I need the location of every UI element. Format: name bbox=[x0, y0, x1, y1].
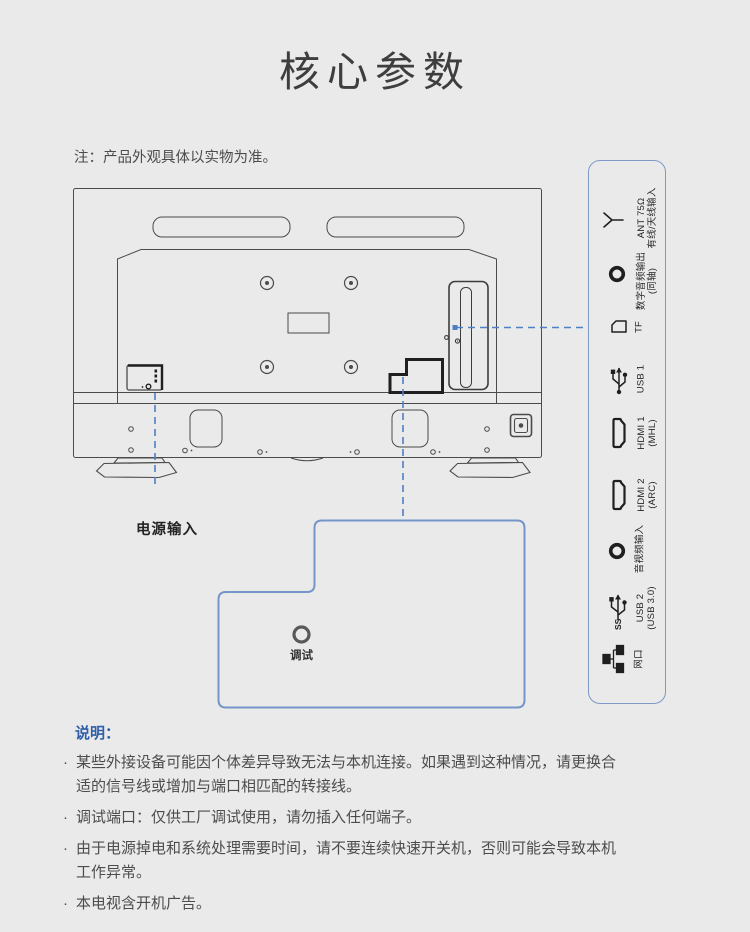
port-label-line1: TF bbox=[633, 320, 645, 334]
io-port-panel: ANT 75Ω 有线/天线输入 数字音频输出 (同轴) TF bbox=[588, 160, 666, 704]
port-label-line1: USB 1 bbox=[635, 364, 647, 394]
notes-heading: 说明： bbox=[75, 725, 121, 742]
note-item: · 由于电源掉电和系统处理需要时间，请不要连续快速开关机，否则可能会导致本机工作… bbox=[63, 837, 653, 885]
port-label-line1: USB 2 bbox=[635, 593, 646, 623]
bullet: · bbox=[63, 840, 68, 857]
coaxial-icon bbox=[608, 265, 626, 283]
port-label-line2: (MHL) bbox=[647, 419, 658, 447]
tv-back-diagram bbox=[73, 188, 587, 519]
port-label-line2: 有线/天线输入 bbox=[647, 187, 658, 249]
appearance-note: 注：产品外观具体以实物为准。 bbox=[74, 150, 277, 166]
vent-right bbox=[326, 216, 465, 238]
port-label-line1: 音视频输入 bbox=[634, 524, 646, 574]
port-label-hdmi2: HDMI 2 (ARC) bbox=[636, 478, 658, 511]
vesa-holes bbox=[259, 275, 359, 375]
usb-icon bbox=[610, 367, 628, 395]
page-title: 核心参数 bbox=[279, 49, 471, 95]
port-label-line1: ANT 75Ω bbox=[636, 197, 647, 239]
port-label-line1: 网口 bbox=[633, 649, 645, 669]
inner-panel bbox=[117, 249, 497, 392]
note-item: · 本电视含开机广告。 bbox=[63, 892, 653, 916]
port-label-av: 音视频输入 bbox=[635, 525, 646, 574]
port-label-line1: HDMI 2 bbox=[636, 478, 647, 512]
usb3-ss-mark: SS bbox=[613, 618, 623, 630]
dashed-line-origin-tick bbox=[452, 325, 458, 330]
note-text: 由于电源掉电和系统处理需要时间，请不要连续快速开关机，否则可能会导致本机工作异常… bbox=[76, 840, 617, 881]
port-label-ant: ANT 75Ω 有线/天线输入 bbox=[636, 187, 658, 248]
port-label-line2: (USB 3.0) bbox=[646, 586, 657, 630]
port-label-tf: TF bbox=[634, 321, 645, 333]
rating-label-plate bbox=[287, 312, 330, 334]
callout-outline bbox=[217, 519, 526, 709]
port-label-lan: 网口 bbox=[634, 649, 645, 668]
debug-port-housing bbox=[388, 358, 444, 394]
tv-stands bbox=[95, 457, 531, 479]
port-label-hdmi1: HDMI 1 (MHL) bbox=[636, 416, 658, 449]
note-text: 某些外接设备可能因个体差异导致无法与本机连接。如果遇到这种情况，请更换合适的信号… bbox=[76, 754, 617, 795]
bottom-strip-details bbox=[128, 409, 533, 462]
note-text: 本电视含开机广告。 bbox=[76, 895, 212, 912]
note-text: 调试端口：仅供工厂调试使用，请勿插入任何端子。 bbox=[76, 809, 422, 826]
note-item: · 某些外接设备可能因个体差异导致无法与本机连接。如果遇到这种情况，请更换合适的… bbox=[63, 751, 653, 799]
power-input-port bbox=[126, 364, 164, 391]
port-label-line1: HDMI 1 bbox=[636, 416, 647, 450]
debug-port-label: 调试 bbox=[290, 648, 313, 662]
antenna-icon bbox=[603, 212, 624, 228]
bullet: · bbox=[63, 754, 68, 771]
port-label-usb2: USB 2 (USB 3.0) bbox=[635, 586, 657, 630]
notes-section: 说明： · 某些外接设备可能因个体差异导致无法与本机连接。如果遇到这种情况，请更… bbox=[63, 722, 653, 923]
hdmi-icon bbox=[612, 417, 626, 449]
bullet: · bbox=[63, 809, 68, 826]
ethernet-icon bbox=[602, 644, 625, 674]
hdmi-icon bbox=[612, 479, 626, 511]
debug-callout: 调试 bbox=[217, 519, 526, 709]
side-port-cover bbox=[444, 280, 489, 391]
av-jack-icon bbox=[608, 542, 626, 560]
port-label-line1: 数字音频输出 bbox=[636, 251, 647, 311]
bullet: · bbox=[63, 895, 68, 912]
port-label-usb1: USB 1 bbox=[636, 365, 647, 393]
debug-jack-icon bbox=[292, 625, 311, 644]
note-item: · 调试端口：仅供工厂调试使用，请勿插入任何端子。 bbox=[63, 806, 653, 830]
tv-outline bbox=[73, 188, 542, 458]
vent-left bbox=[152, 216, 291, 238]
callout-dashed-lines bbox=[154, 326, 587, 519]
usb3-icon: SS bbox=[609, 594, 627, 630]
tf-card-icon bbox=[611, 320, 627, 333]
port-label-line2: (ARC) bbox=[647, 481, 658, 509]
port-label-coaxial: 数字音频输出 (同轴) bbox=[636, 252, 658, 310]
port-label-line2: (同轴) bbox=[647, 267, 658, 295]
power-input-label: 电源输入 bbox=[136, 522, 198, 538]
notes-list: · 某些外接设备可能因个体差异导致无法与本机连接。如果遇到这种情况，请更换合适的… bbox=[63, 751, 653, 916]
